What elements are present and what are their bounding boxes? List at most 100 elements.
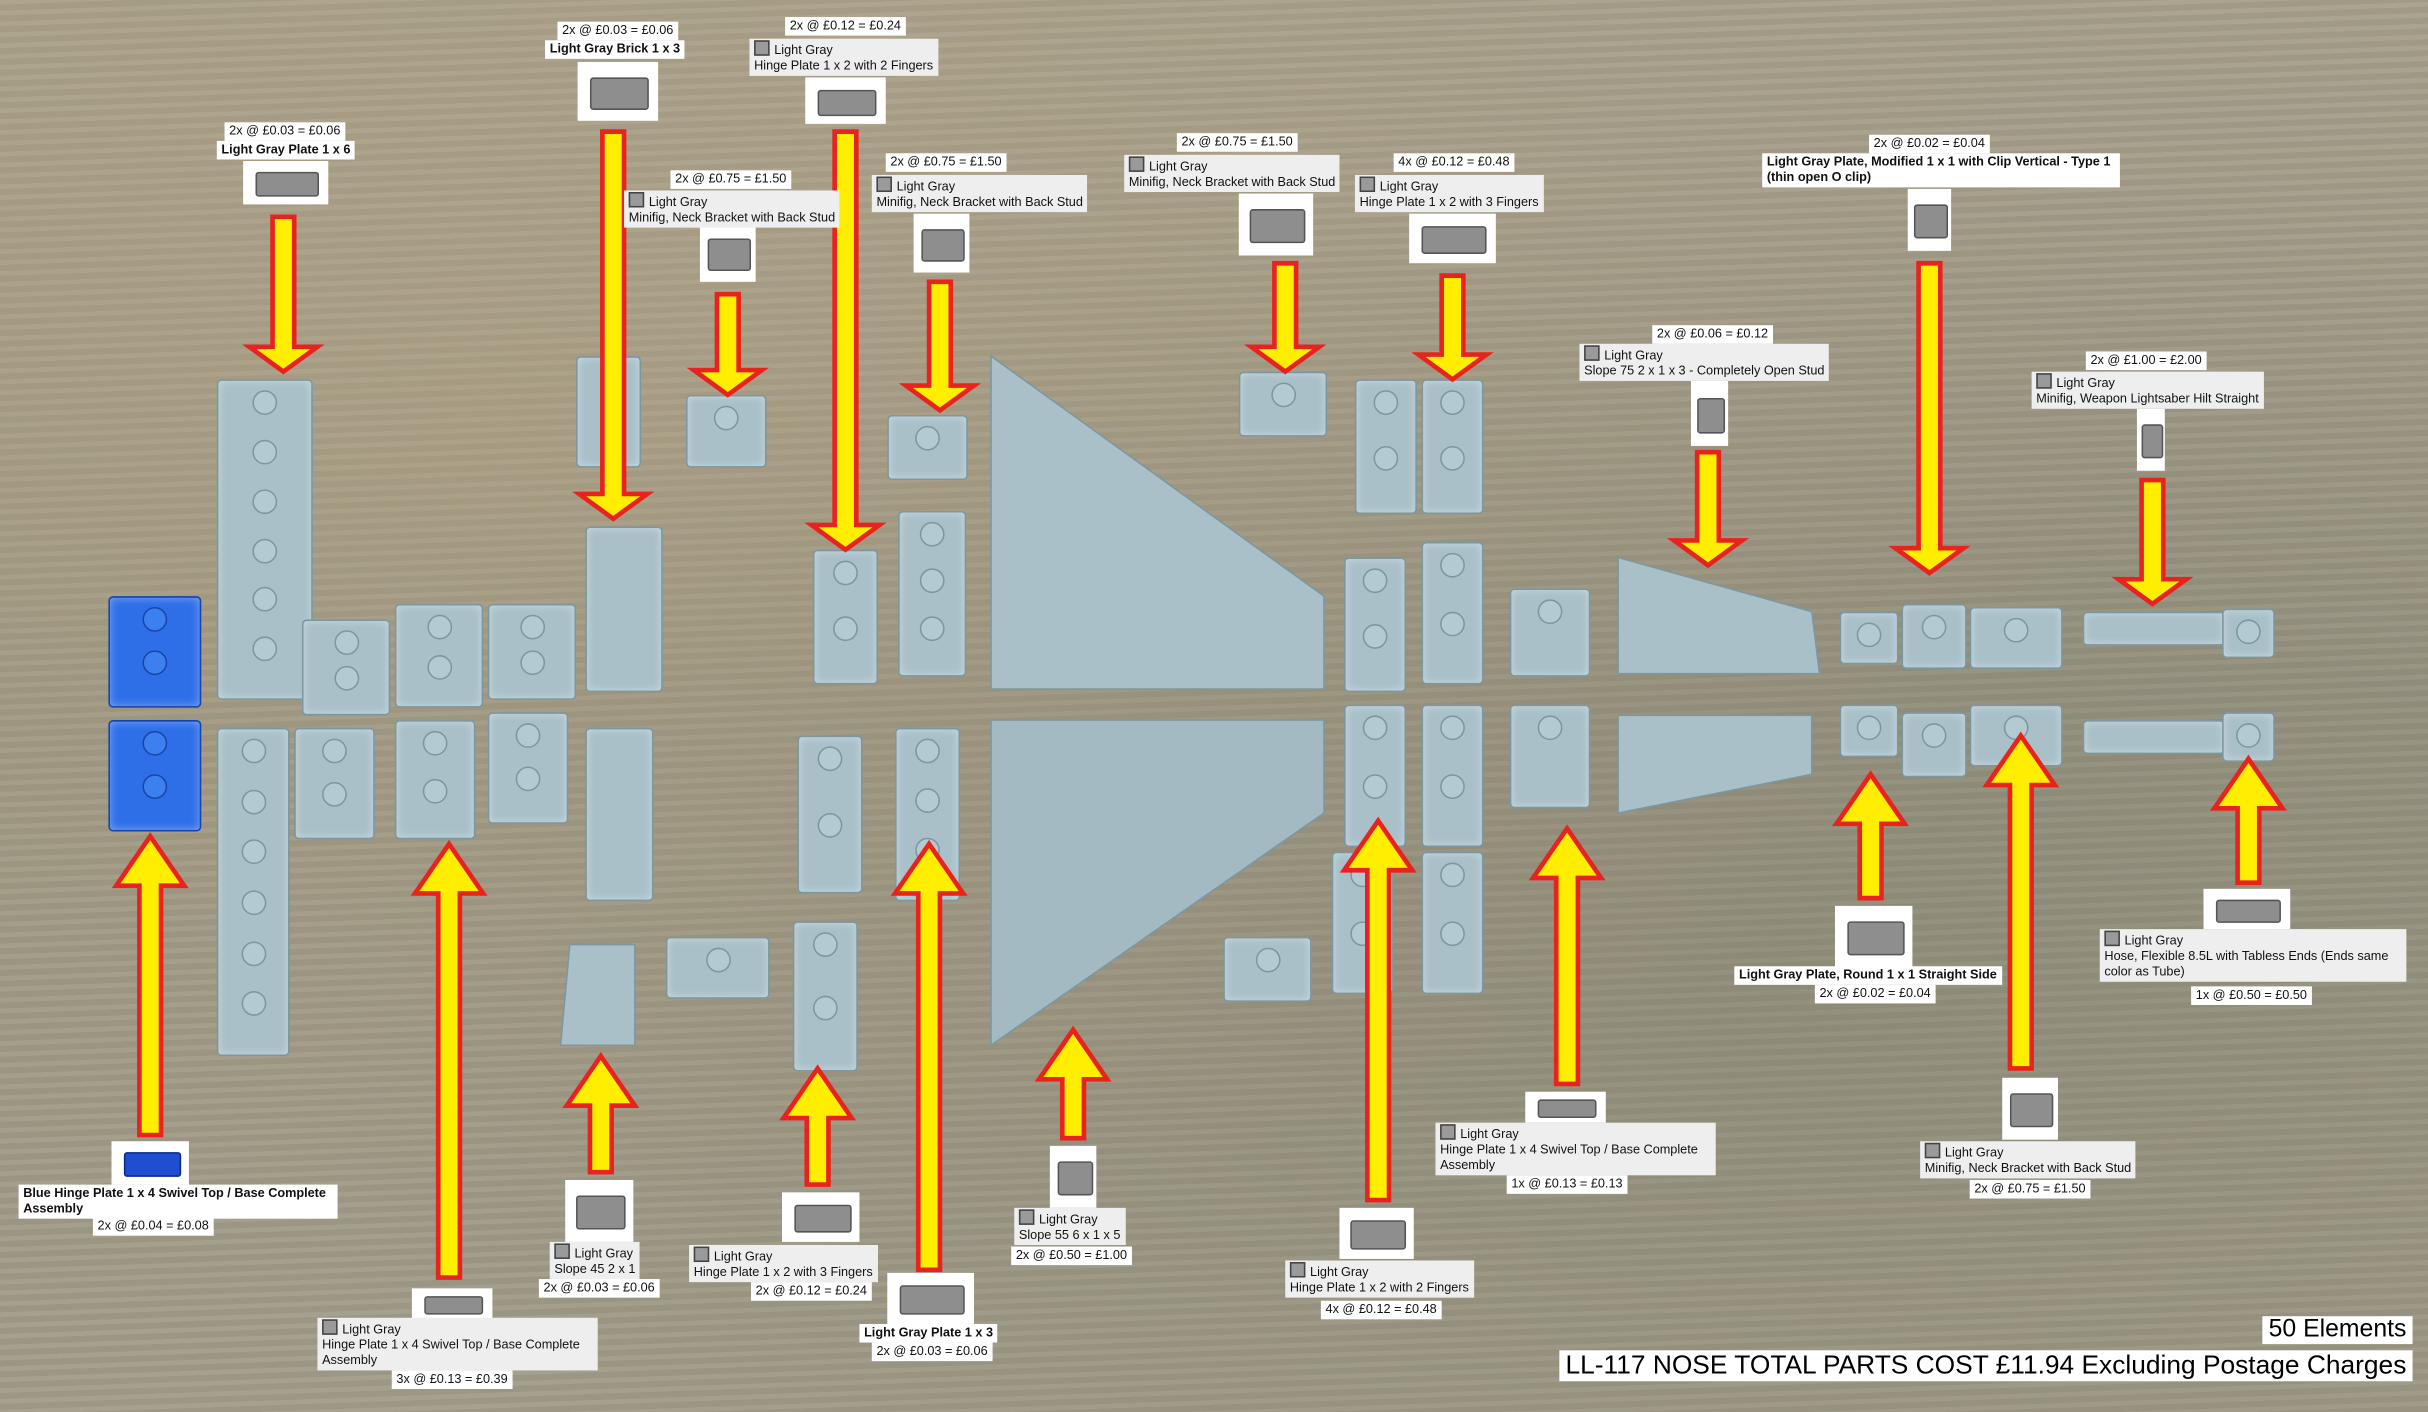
part-shape-icon (1914, 204, 1948, 239)
color-swatch-icon (322, 1319, 338, 1335)
stud-icon (1537, 599, 1563, 625)
lego-piece (665, 936, 770, 999)
part-shape-icon (1350, 1220, 1406, 1250)
stud-icon (713, 405, 739, 431)
part-title: Light Gray Plate, Round 1 x 1 Straight S… (1738, 967, 1997, 982)
color-swatch-icon (1359, 176, 1376, 193)
part-color: Light Gray (1460, 1127, 1519, 1142)
pointer-arrow (2209, 754, 2287, 885)
stud-icon (833, 615, 858, 641)
stud-icon (322, 781, 347, 807)
part-color: Light Gray (2124, 933, 2184, 948)
stud-icon (919, 521, 945, 547)
part-name: Hose, Flexible 8.5L with Tabless Ends (E… (2104, 949, 2389, 979)
lego-piece (585, 727, 654, 902)
stud-icon (240, 839, 266, 865)
color-swatch-icon (1584, 345, 1600, 361)
stud-icon (1440, 552, 1465, 578)
stud-icon (252, 439, 278, 465)
color-swatch-icon (693, 1246, 710, 1263)
stud-icon (1440, 921, 1465, 947)
part-color: Light Gray (2056, 376, 2115, 391)
stud-icon (817, 812, 843, 838)
part-color: Light Gray (1310, 1265, 1369, 1280)
part-shape-icon (1537, 1099, 1597, 1119)
part-thumbnail-image (2136, 408, 2165, 471)
part-color: Light Gray (1604, 348, 1663, 363)
pointer-arrow (1832, 770, 1910, 901)
lego-piece (1969, 607, 2063, 669)
lego-piece (1421, 851, 1484, 995)
lego-piece (1509, 588, 1591, 677)
stud-icon (322, 738, 347, 764)
slope-75-piece (1617, 556, 1821, 675)
part-price: 2x @ £0.50 = £1.00 (1011, 1246, 1132, 1266)
part-shape-icon (1846, 921, 1904, 956)
stud-icon (1856, 622, 1882, 648)
stud-icon (915, 425, 940, 451)
stud-icon (142, 650, 168, 676)
part-color: Light Gray (1039, 1212, 1098, 1227)
stud-icon (915, 788, 940, 813)
stud-icon (1362, 715, 1388, 741)
part-price: 2x @ £0.02 = £0.04 (1814, 984, 1936, 1004)
part-color: Light Gray (1148, 159, 1208, 174)
part-price: 2x @ £0.75 = £1.50 (670, 170, 792, 189)
color-swatch-icon (628, 192, 645, 208)
part-price: 4x @ £0.12 = £0.48 (1320, 1300, 1442, 1320)
part-price: 4x @ £0.12 = £0.48 (1393, 153, 1515, 172)
color-swatch-icon (1289, 1262, 1306, 1278)
part-shape-icon (1056, 1161, 1093, 1196)
part-shape-icon (255, 171, 319, 197)
part-thumbnail-image (781, 1192, 860, 1242)
lego-piece (797, 735, 863, 894)
part-title: Blue Hinge Plate 1 x 4 Swivel Top / Base… (23, 1186, 326, 1216)
part-name: Hinge Plate 1 x 2 with 2 Fingers (1289, 1280, 1469, 1295)
lego-piece (1901, 712, 1967, 778)
pointer-arrow (1244, 260, 1327, 375)
pointer-arrow (1034, 1025, 1112, 1141)
stud-icon (422, 730, 448, 756)
lego-piece (585, 526, 663, 693)
element-count: 50 Elements (2262, 1316, 2413, 1345)
slope-55-piece (990, 354, 1325, 690)
part-title: Light Gray Plate 1 x 6 (221, 142, 351, 157)
stud-icon (519, 650, 545, 676)
lego-piece (2082, 611, 2226, 646)
total-cost: LL-117 NOSE TOTAL PARTS COST £11.94 Excl… (1559, 1350, 2413, 1382)
pointer-arrow (1666, 449, 1750, 569)
part-title: Light Gray Brick 1 x 3 (549, 41, 681, 56)
pointer-arrow (242, 214, 325, 375)
pointer-arrow (1982, 731, 2060, 1071)
pointer-arrow (898, 279, 982, 414)
part-thumbnail-image (1525, 1091, 1606, 1123)
stud-icon (1270, 382, 1296, 408)
color-swatch-icon (1440, 1124, 1456, 1140)
stud-icon (915, 738, 940, 764)
stud-icon (1373, 445, 1399, 470)
part-price: 1x @ £0.13 = £0.13 (1506, 1175, 1628, 1194)
part-price: 2x @ £0.75 = £1.50 (1176, 133, 1298, 152)
stud-icon (142, 774, 168, 800)
stud-icon (240, 738, 266, 764)
stud-icon (1440, 862, 1465, 888)
lego-piece (1354, 379, 1417, 515)
pointer-arrow (562, 1051, 640, 1175)
stud-icon (426, 654, 452, 680)
part-color: Light Gray (574, 1246, 633, 1261)
stud-icon (252, 636, 278, 662)
stud-icon (1440, 611, 1465, 637)
pointer-arrow (1888, 260, 1971, 576)
stud-icon (2003, 617, 2029, 643)
pointer-arrow (1411, 273, 1494, 383)
part-thumbnail-image (699, 222, 756, 282)
part-title: Light Gray Plate, Modified 1 x 1 with Cl… (1766, 154, 2111, 185)
